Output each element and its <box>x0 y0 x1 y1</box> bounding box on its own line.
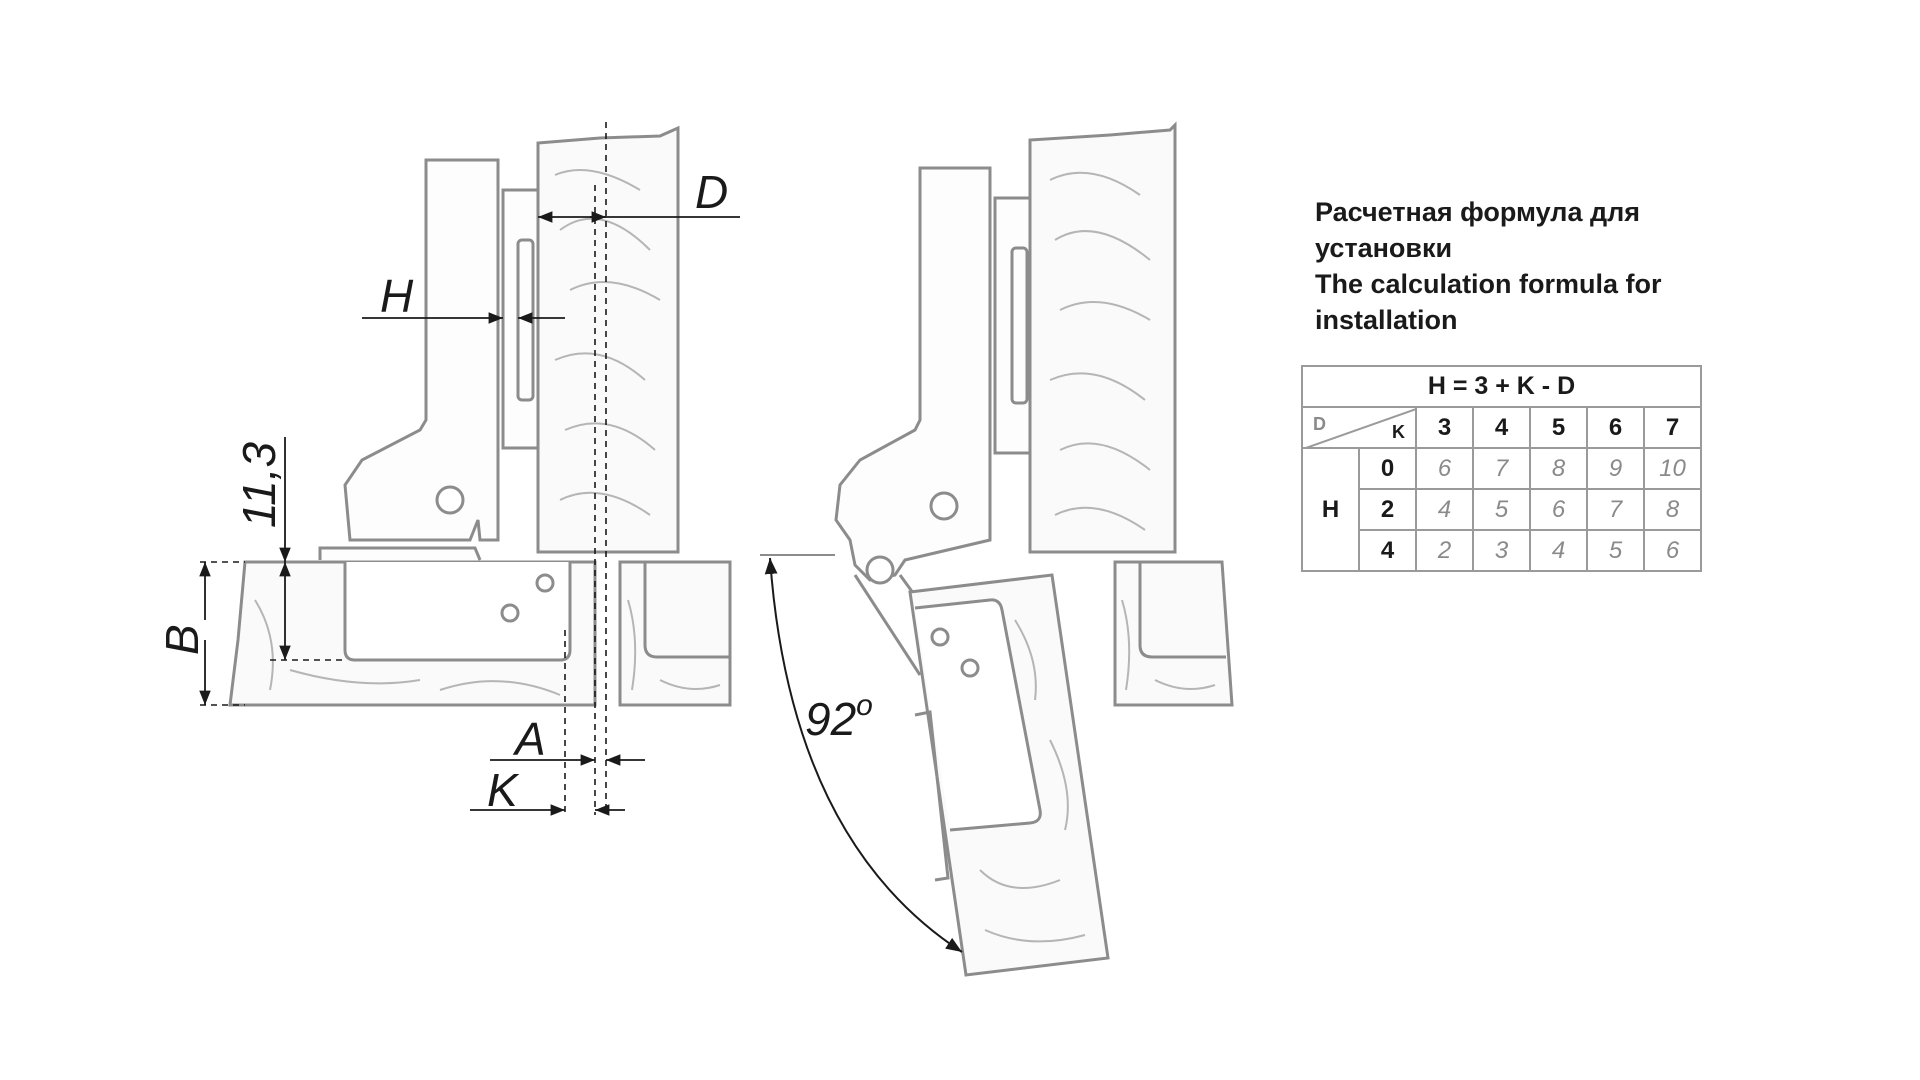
title-en-line-1: The calculation formula for <box>1315 269 1662 299</box>
h-value: 5 <box>1586 529 1645 572</box>
dimension-lines <box>199 211 740 816</box>
k-value: 4 <box>1358 529 1417 572</box>
label-a: A <box>512 713 546 765</box>
h-value: 6 <box>1643 529 1702 572</box>
h-value: 8 <box>1643 488 1702 531</box>
title-ru-line-2: установки <box>1315 233 1453 263</box>
table-row: 2 4 5 6 7 8 <box>1302 488 1702 531</box>
reference-lines <box>200 122 607 815</box>
label-d: D <box>695 166 728 218</box>
k-value: 2 <box>1358 488 1417 531</box>
h-value: 7 <box>1586 488 1645 531</box>
angle-unit: o <box>856 689 873 722</box>
h-value: 4 <box>1529 529 1588 572</box>
table-row: H 0 6 7 8 9 10 <box>1301 447 1702 572</box>
h-value: 7 <box>1472 447 1531 490</box>
h-value: 9 <box>1586 447 1645 490</box>
corner-cell: D K <box>1301 406 1417 449</box>
corner-k-label: K <box>1392 422 1405 442</box>
door-panel <box>228 546 732 707</box>
table-row: 4 2 3 4 5 6 <box>1302 529 1702 572</box>
title-en-line-2: installation <box>1315 305 1458 335</box>
opened-door-panel <box>908 573 1110 977</box>
side-panel <box>536 125 680 554</box>
d-header: 5 <box>1529 406 1588 449</box>
label-h: H <box>380 270 414 322</box>
open-hinge-view: 92o <box>760 121 1234 977</box>
h-value: 10 <box>1643 447 1702 490</box>
h-value: 6 <box>1529 488 1588 531</box>
corner-d-label: D <box>1313 414 1326 434</box>
d-header: 6 <box>1586 406 1645 449</box>
h-value: 2 <box>1415 529 1474 572</box>
closed-hinge-view: D H 11,3 B A K <box>156 122 740 816</box>
bottom-panel-right <box>1113 560 1234 707</box>
hinge-arm-right <box>834 166 1032 676</box>
d-header: 3 <box>1415 406 1474 449</box>
angle-arc <box>764 557 963 953</box>
k-value: 0 <box>1358 447 1417 490</box>
h-value: 5 <box>1472 488 1531 531</box>
h-value: 6 <box>1415 447 1474 490</box>
hinge-arm <box>343 158 540 542</box>
label-11-3: 11,3 <box>233 441 285 528</box>
h-value: 8 <box>1529 447 1588 490</box>
formula-title: Расчетная формула для установки The calc… <box>1315 194 1735 338</box>
h-value: 3 <box>1472 529 1531 572</box>
title-ru-line-1: Расчетная формула для <box>1315 197 1641 227</box>
d-header: 4 <box>1472 406 1531 449</box>
label-b: B <box>156 624 208 655</box>
d-header: 7 <box>1643 406 1702 449</box>
h-value: 4 <box>1415 488 1474 531</box>
angle-value: 92 <box>805 693 856 745</box>
formula-table: H = 3 + K - D D K 3 4 5 6 7 H 0 6 7 8 9 … <box>1301 365 1702 572</box>
side-panel-right <box>1028 121 1177 554</box>
label-k: K <box>487 764 520 816</box>
formula-cell: H = 3 + K - D <box>1301 365 1702 408</box>
label-angle: 92o <box>805 689 873 745</box>
row-group-h: H <box>1301 447 1360 572</box>
